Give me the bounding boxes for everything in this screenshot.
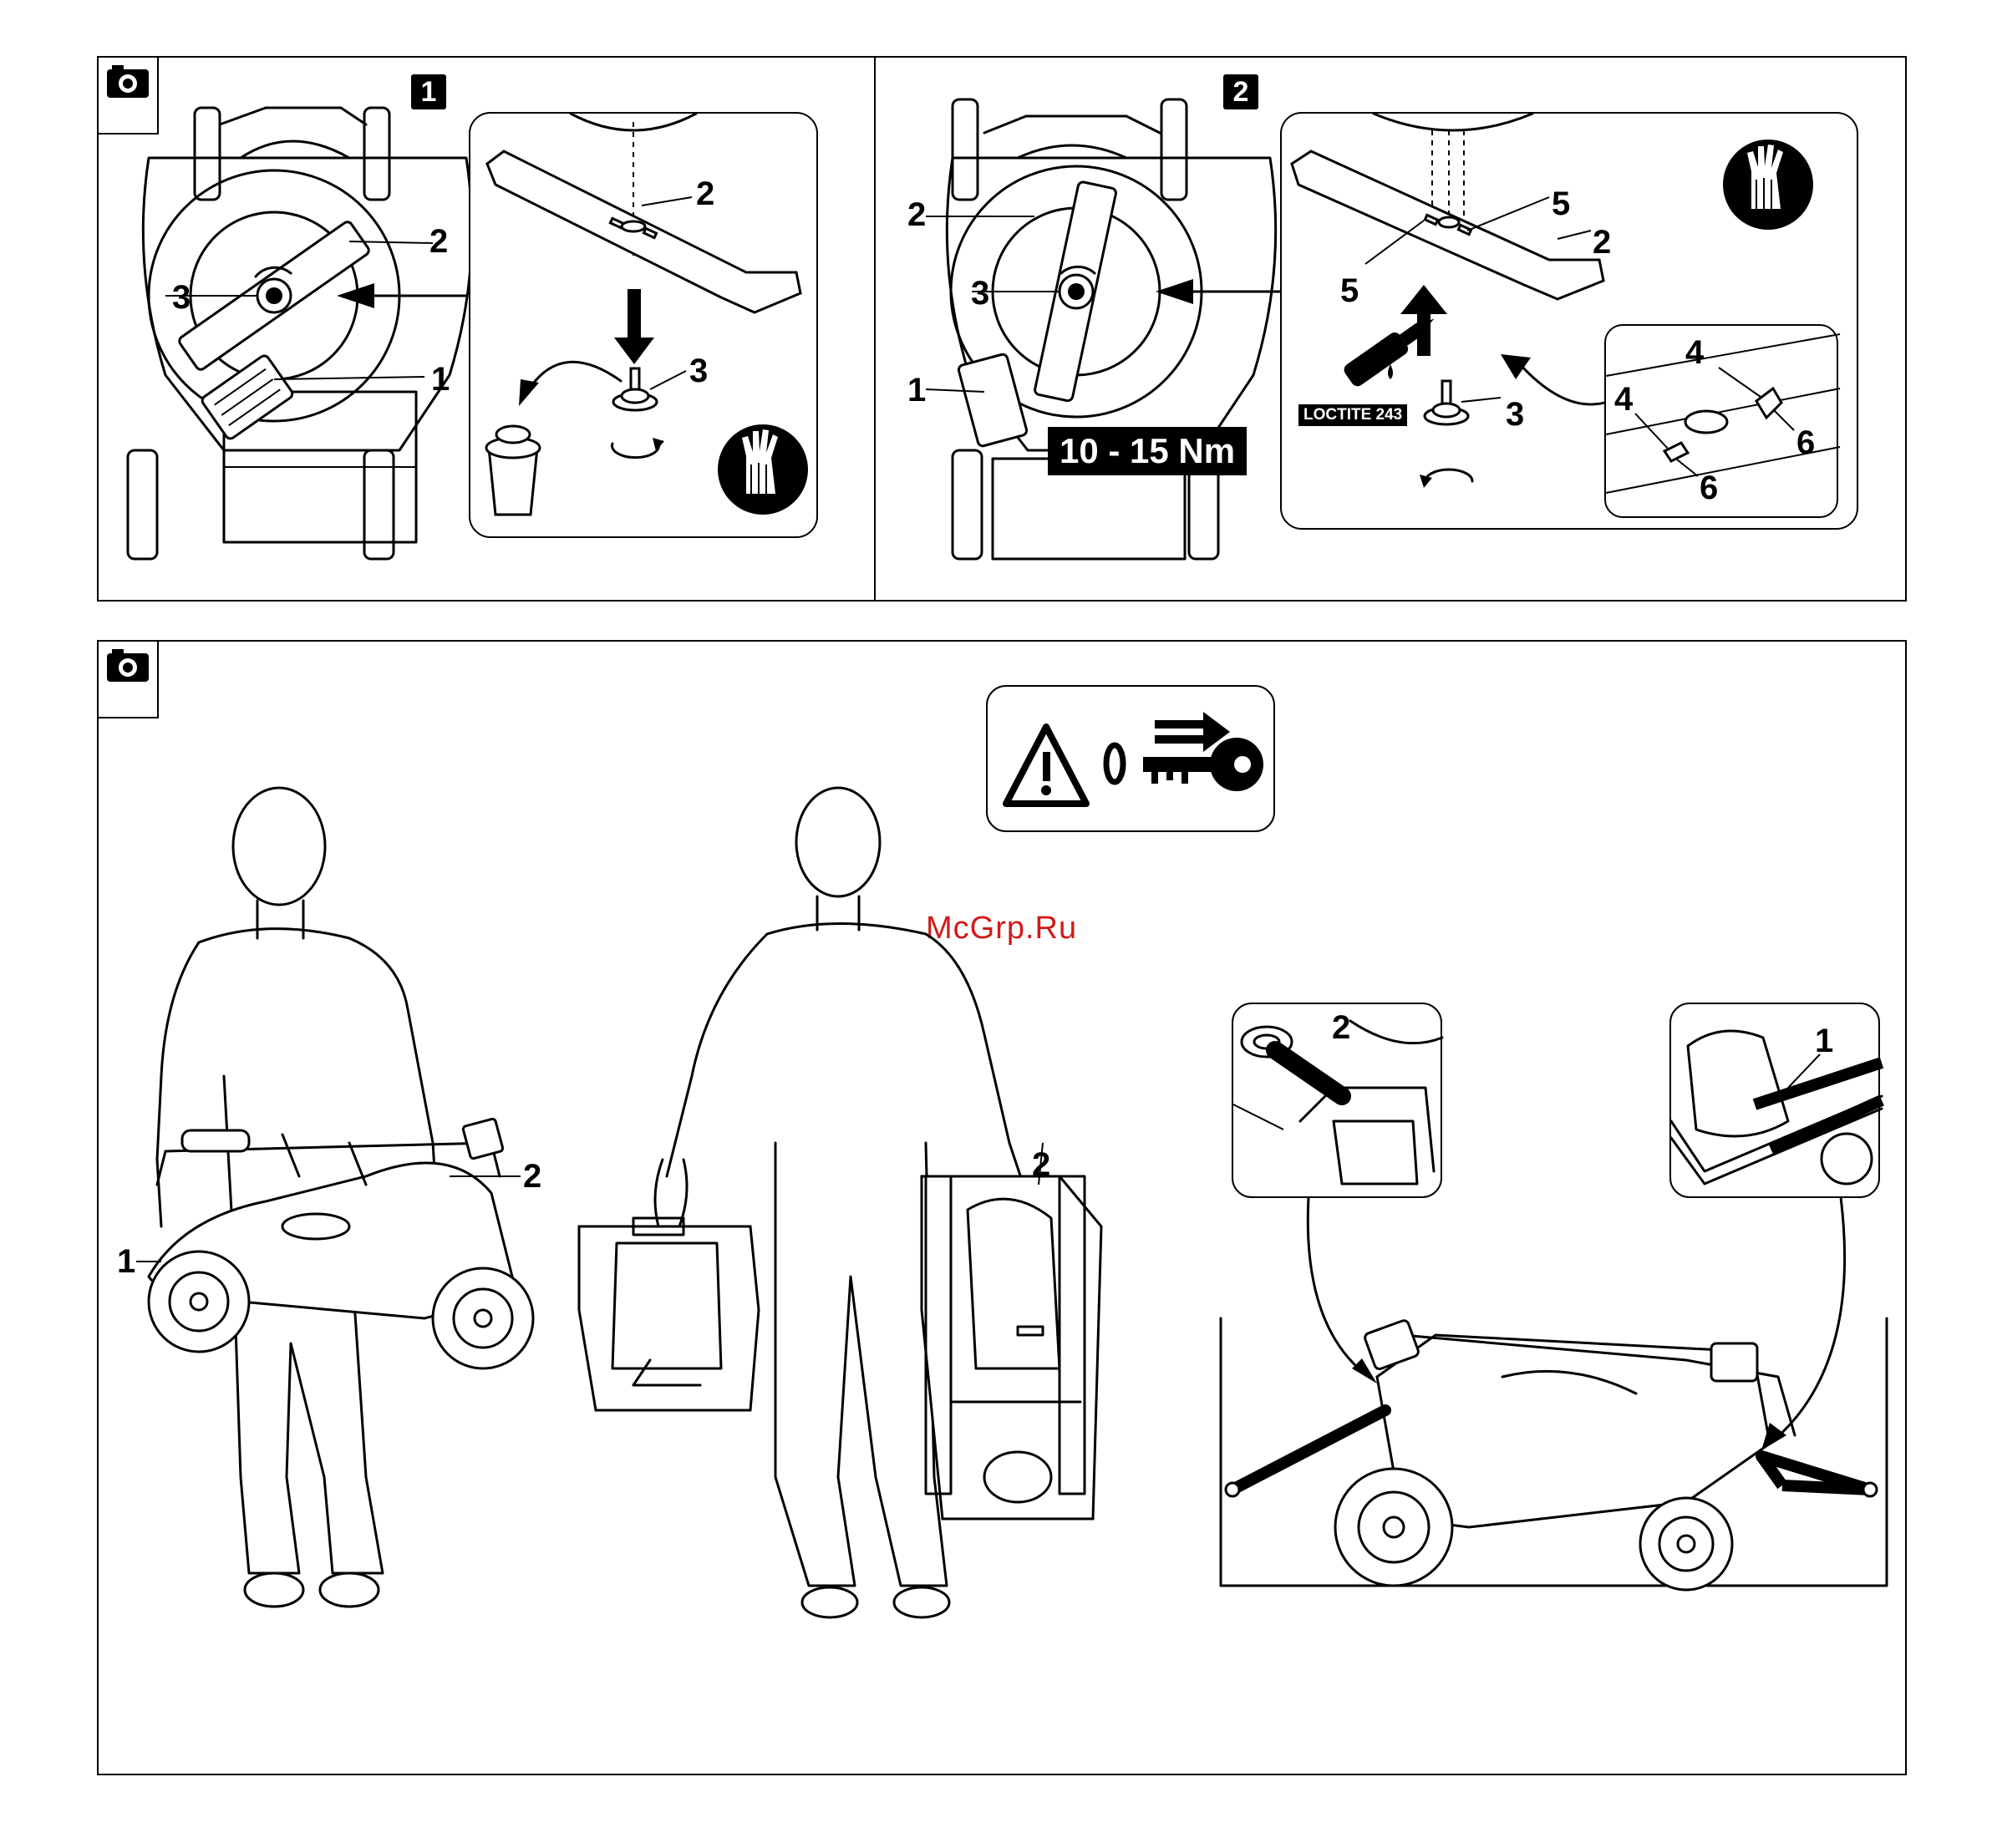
person2-callout-2: 2 — [1032, 1148, 1050, 1181]
callout-main-3: 3 — [172, 281, 191, 314]
loctite-label: LOCTITE 243 — [1298, 404, 1407, 426]
inset-callout-3: 3 — [689, 354, 708, 388]
callout-main-2: 2 — [907, 198, 926, 231]
person1-callout-1: 1 — [117, 1245, 135, 1278]
person-carrying-mower — [136, 788, 533, 1607]
transport-illustrations — [99, 642, 1908, 1777]
vehicle-transport-scene — [1221, 1197, 1887, 1590]
grass-collector-box — [579, 1160, 759, 1410]
inset-callout-5a: 5 — [1552, 187, 1570, 221]
frame-strap-drawing — [1671, 1004, 1882, 1200]
inset-callout-3: 3 — [1506, 398, 1524, 431]
panel-step-1: 1 2 3 1 — [97, 56, 876, 602]
gloves-icon — [718, 424, 808, 515]
callout-main-1: 1 — [431, 363, 450, 396]
detail-frame-strap: 1 — [1669, 1003, 1880, 1198]
rotate-icon — [612, 444, 659, 458]
detail-callout-4a: 4 — [1685, 336, 1704, 369]
person-carrying-folded-mower — [667, 788, 1101, 1617]
inset-callout-2: 2 — [1593, 226, 1611, 259]
callout-main-3: 3 — [971, 277, 989, 310]
bin-icon — [486, 426, 540, 515]
rotate-icon — [1425, 470, 1472, 481]
detail-callout-2: 2 — [1332, 1011, 1350, 1044]
inset-callout-5b: 5 — [1340, 274, 1359, 307]
torque-label: 10 - 15 Nm — [1048, 427, 1247, 475]
panel-step-2: 2 2 3 1 10 - 15 Nm — [874, 56, 1907, 602]
detail-handle-strap: 2 — [1232, 1003, 1442, 1198]
blade-slot-detail: 4 4 6 6 — [1604, 324, 1838, 518]
detail-callout-1: 1 — [1815, 1024, 1833, 1058]
callout-main-2: 2 — [429, 225, 448, 258]
blade-installation-inset: 5 5 2 3 LOCTITE 243 4 4 6 6 — [1280, 112, 1858, 530]
blade-removal-drawing — [470, 114, 820, 540]
callout-main-1: 1 — [907, 373, 926, 407]
gloves-icon — [1723, 140, 1813, 230]
person1-callout-2: 2 — [523, 1160, 541, 1193]
blade-removal-inset: 2 3 — [469, 112, 818, 538]
panel-transport: McGrp.Ru — [97, 640, 1907, 1775]
blade-slot-drawing — [1606, 326, 1840, 520]
inset-callout-2: 2 — [696, 177, 714, 211]
detail-callout-6a: 6 — [1796, 426, 1815, 459]
detail-callout-4b: 4 — [1614, 383, 1633, 416]
detail-callout-6b: 6 — [1700, 471, 1718, 505]
